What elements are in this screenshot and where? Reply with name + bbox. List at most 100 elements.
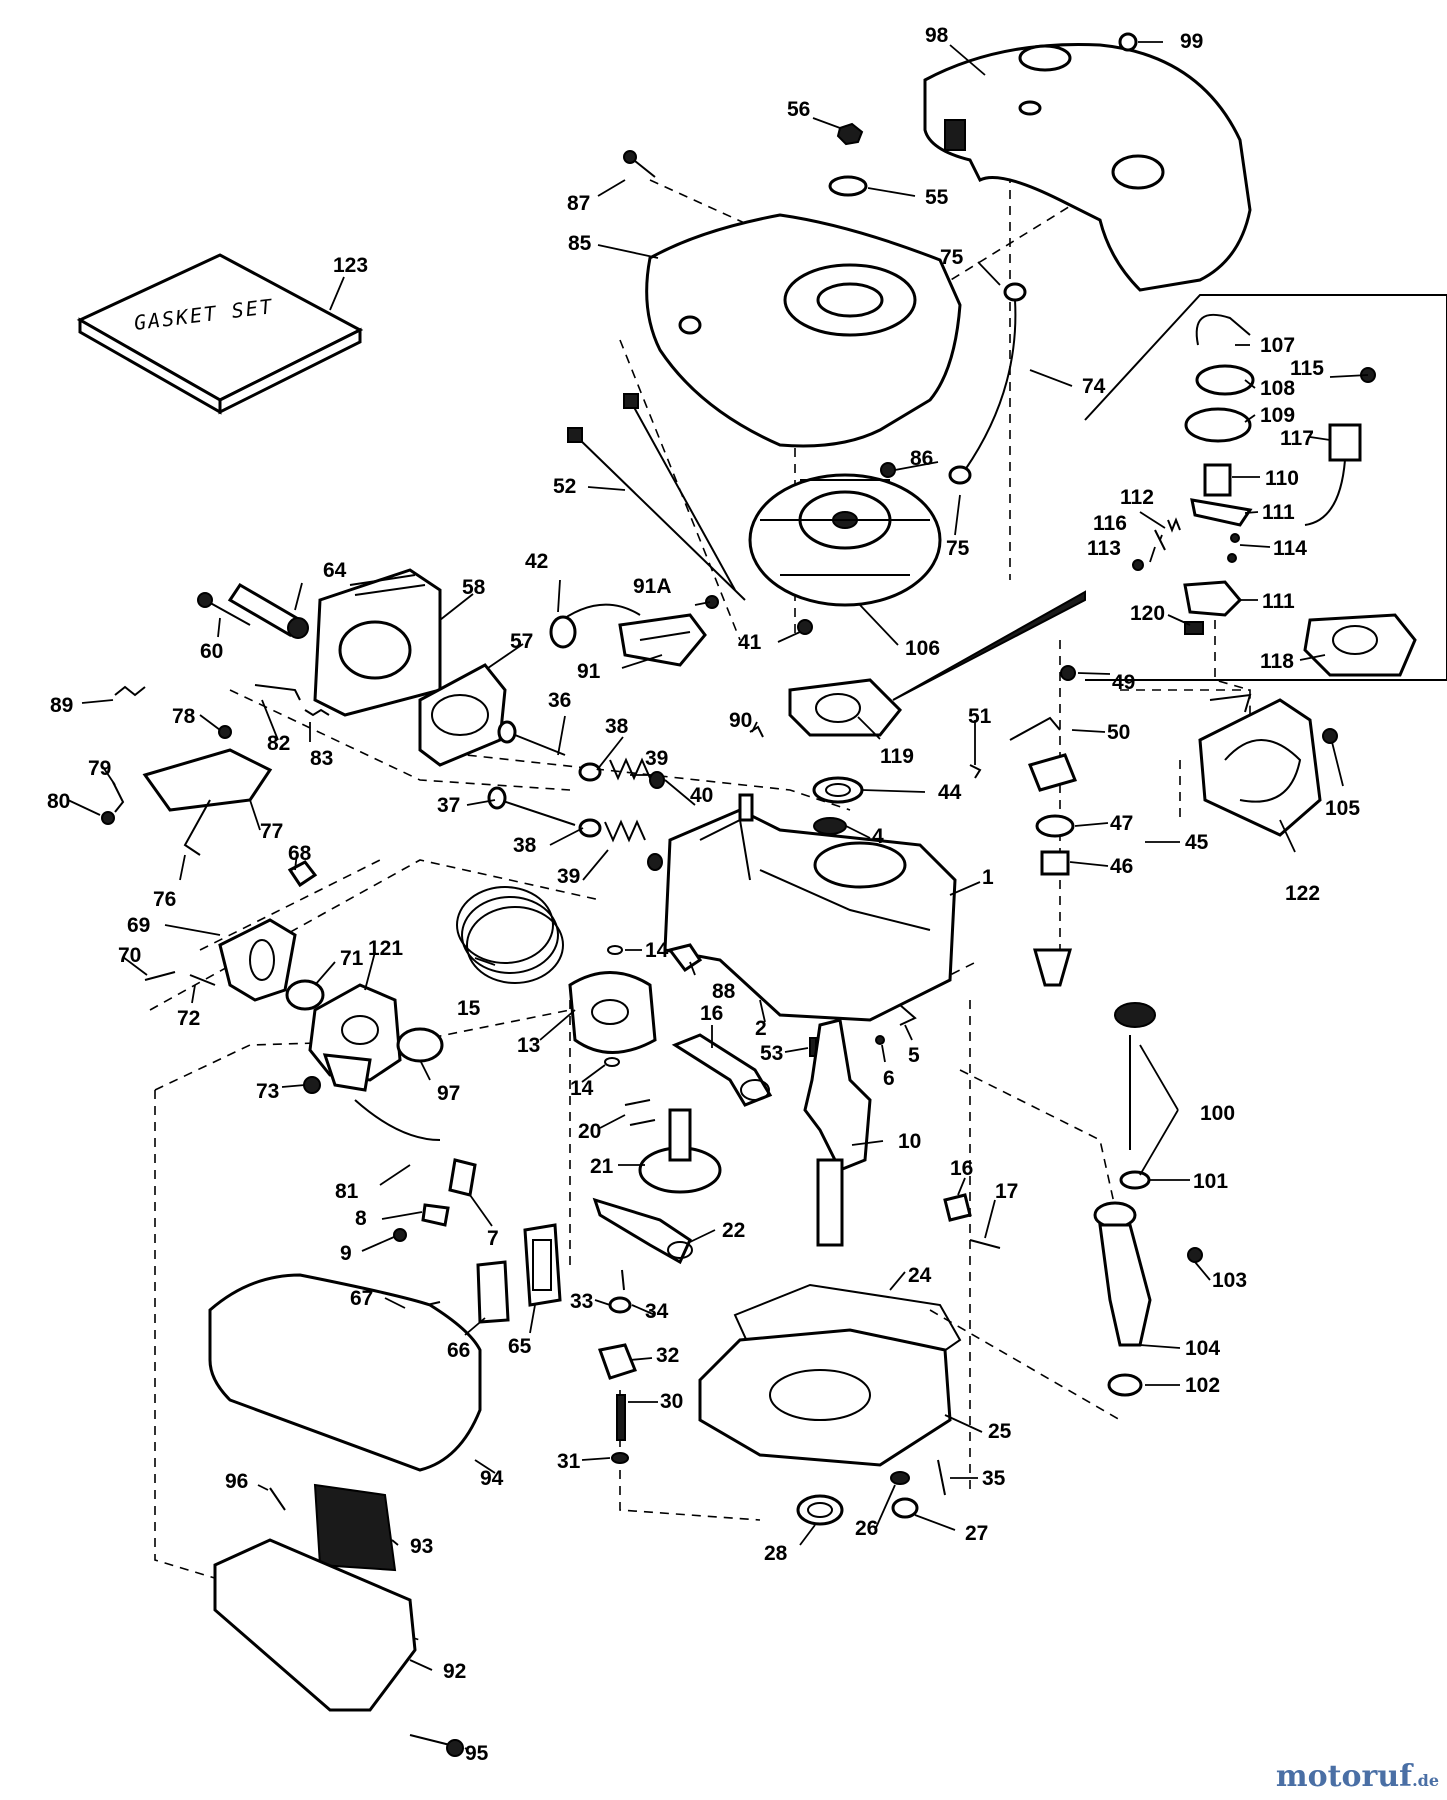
callout-58: 58 (462, 576, 486, 599)
piston-rings (456, 886, 564, 984)
washer-33 (608, 1296, 632, 1314)
callout-32: 32 (656, 1344, 679, 1367)
housing-118 (1303, 613, 1417, 677)
valve-cap-40-top (649, 771, 665, 789)
valve-cup (1033, 948, 1072, 987)
callout-26: 26 (855, 1517, 878, 1540)
callout-22: 22 (722, 1219, 745, 1242)
gasket-97 (396, 1027, 444, 1063)
callout-69: 69 (127, 914, 150, 937)
screw-80 (101, 811, 115, 825)
ground-wires (567, 393, 746, 601)
valve-retainer-38-top (578, 762, 602, 782)
callout-75a: 75 (940, 246, 964, 269)
callout-47: 47 (1110, 812, 1133, 835)
spark-plug (227, 582, 309, 639)
gasket-68 (287, 860, 318, 888)
callout-1: 1 (982, 866, 994, 889)
tube-5 (899, 1004, 917, 1026)
dipstick (1114, 1002, 1156, 1150)
washer-31 (611, 1452, 629, 1464)
screw-95 (409, 1734, 464, 1757)
lever-79 (112, 781, 125, 813)
callout-72: 72 (177, 1007, 200, 1030)
callout-90: 90 (729, 709, 752, 732)
governor-lever-76 (183, 799, 211, 856)
callout-70: 70 (118, 944, 141, 967)
callout-75b: 75 (946, 537, 970, 560)
valve-spring-39-top (609, 757, 651, 781)
callout-91a: 91A (633, 575, 672, 598)
piston-pin-clip-14-top (607, 945, 623, 955)
seal-4 (813, 817, 847, 835)
callout-4: 4 (872, 825, 884, 848)
callout-38a: 38 (605, 715, 629, 738)
screw-86 (880, 462, 896, 478)
callout-111a: 111 (1262, 501, 1295, 524)
callout-87: 87 (567, 192, 590, 215)
callout-91: 91 (577, 660, 601, 683)
callout-15: 15 (457, 997, 481, 1020)
gasket-set-package: GASKET SET (76, 253, 364, 415)
ignition-armature (618, 613, 707, 667)
callout-44: 44 (938, 781, 962, 804)
leader-lines (67, 41, 1369, 1751)
callout-21: 21 (590, 1155, 614, 1178)
element-46 (1040, 850, 1070, 876)
callout-16a: 16 (700, 1002, 723, 1025)
solenoid-117 (1304, 423, 1362, 526)
callout-108: 108 (1260, 377, 1295, 400)
callout-2: 2 (755, 1017, 767, 1040)
callout-96: 96 (225, 1470, 248, 1493)
callout-14a: 14 (645, 939, 669, 962)
oil-slinger-32 (598, 1343, 637, 1380)
callout-106: 106 (905, 637, 940, 660)
callout-25: 25 (988, 1420, 1012, 1443)
pin-34 (621, 1269, 625, 1291)
callout-78: 78 (172, 705, 196, 728)
sump (698, 1328, 952, 1467)
callout-73: 73 (256, 1080, 279, 1103)
callout-66: 66 (447, 1339, 470, 1362)
bolt-17 (969, 1239, 1001, 1249)
rod-cap-16 (943, 1193, 972, 1222)
rewind-starter (1198, 693, 1322, 837)
diaphragm-109 (1184, 407, 1252, 443)
gasket-88 (667, 943, 703, 973)
callout-104: 104 (1185, 1337, 1220, 1360)
gasket-47 (1035, 814, 1075, 838)
governor-bracket (788, 678, 903, 737)
bolt-35 (937, 1459, 946, 1496)
callout-56: 56 (787, 98, 810, 121)
callout-101: 101 (1193, 1170, 1228, 1193)
callout-97: 97 (437, 1082, 460, 1105)
callout-8: 8 (355, 1207, 367, 1230)
callout-102: 102 (1185, 1374, 1220, 1397)
bolts-20 (624, 1099, 656, 1126)
air-filter (313, 1483, 397, 1572)
callout-88: 88 (712, 980, 736, 1003)
fill-tube (1093, 1201, 1152, 1347)
callout-53: 53 (760, 1042, 783, 1065)
hose-clamp-75-top (1003, 282, 1027, 302)
callout-98: 98 (925, 24, 949, 47)
callout-99: 99 (1180, 30, 1203, 53)
callout-111b: 111 (1262, 590, 1295, 613)
callout-77: 77 (260, 820, 283, 843)
callout-123: 123 (333, 254, 368, 277)
screw-99 (1118, 32, 1138, 52)
screws-114 (1227, 533, 1240, 563)
callout-35: 35 (982, 1467, 1006, 1490)
spring-83 (304, 708, 330, 717)
callout-24: 24 (908, 1264, 932, 1287)
callout-numbers: 98 99 56 55 87 85 123 75 74 86 75 52 106… (47, 24, 1360, 1765)
callout-95: 95 (465, 1742, 489, 1765)
callout-110: 110 (1265, 467, 1299, 490)
callout-10: 10 (898, 1130, 921, 1153)
callout-7: 7 (487, 1227, 499, 1250)
head-bolt-60 (197, 592, 251, 626)
callout-9: 9 (340, 1242, 352, 1265)
screw-41 (797, 619, 813, 635)
callout-115: 115 (1290, 357, 1324, 380)
